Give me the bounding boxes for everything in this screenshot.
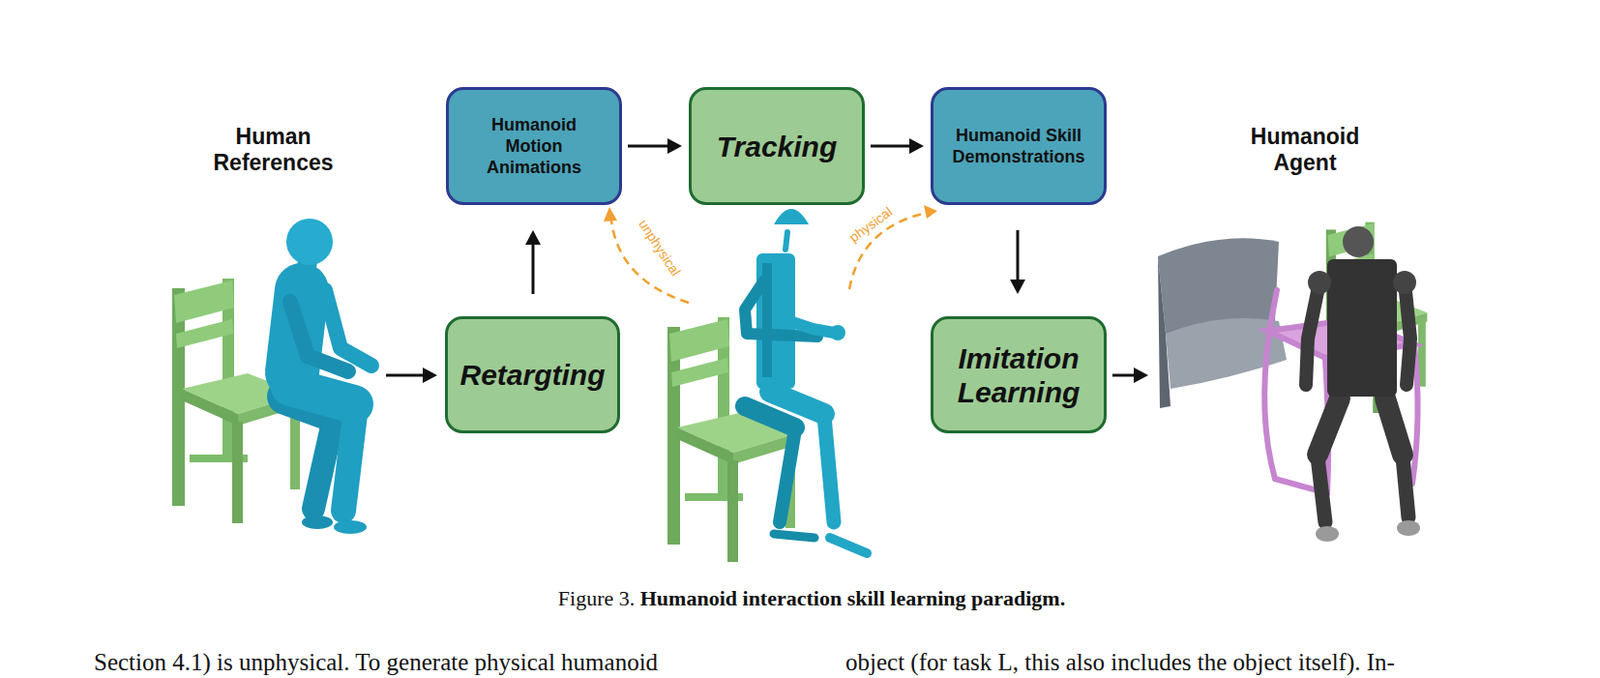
arrow-line	[385, 374, 425, 378]
figure-group: Human References	[164, 123, 383, 550]
box-label: Humanoid Motion Animations	[486, 114, 582, 178]
data-box: Humanoid Skill Demonstrations	[930, 87, 1107, 206]
arrow-line	[870, 145, 912, 149]
figure-label: Humanoid Agent	[1250, 123, 1360, 177]
arrow-line	[1112, 374, 1136, 378]
robot-figure	[744, 208, 867, 554]
arrow-head	[909, 138, 924, 154]
flow-arrow	[1112, 367, 1149, 384]
figure-caption: Figure 3. Humanoid interaction skill lea…	[558, 586, 1066, 612]
arrow-head	[667, 138, 682, 154]
arrow-head	[1009, 279, 1026, 295]
arrow-line	[627, 145, 670, 149]
flow-arrow	[385, 367, 438, 384]
figure-group: Humanoid Agent	[1155, 123, 1454, 550]
flow-arrow	[627, 138, 682, 154]
process-box: Retargting	[444, 316, 621, 434]
box-label: Imitation Learning	[957, 341, 1081, 410]
process-box: Imitation Learning	[930, 316, 1107, 434]
arrow-line	[1016, 230, 1020, 282]
arrow-head	[1133, 367, 1149, 384]
arrow-head	[603, 207, 618, 222]
body-text: object (for task L, this also includes t…	[845, 649, 1395, 677]
box-label: Humanoid Skill Demonstrations	[951, 124, 1085, 168]
flow-arrow	[525, 230, 541, 295]
arrow-line	[532, 242, 535, 295]
body-text: Section 4.1) is unphysical. To generate …	[93, 649, 658, 677]
process-box: Tracking	[688, 87, 865, 206]
flow-arrow	[870, 138, 924, 154]
box-label: Retargting	[460, 357, 606, 392]
edge-note: physical	[846, 204, 895, 246]
arrow-head	[525, 230, 541, 245]
flow-arrow	[1009, 230, 1026, 295]
agent-robot	[1305, 226, 1421, 542]
chair	[1326, 222, 1428, 414]
figure-label: Human References	[212, 123, 333, 177]
human-figure	[285, 218, 372, 534]
box-label: Tracking	[716, 129, 838, 164]
data-box: Humanoid Motion Animations	[445, 87, 623, 206]
arrow-head	[422, 367, 438, 384]
arrow-head	[923, 205, 938, 219]
edge-note: unphysical	[635, 216, 683, 279]
